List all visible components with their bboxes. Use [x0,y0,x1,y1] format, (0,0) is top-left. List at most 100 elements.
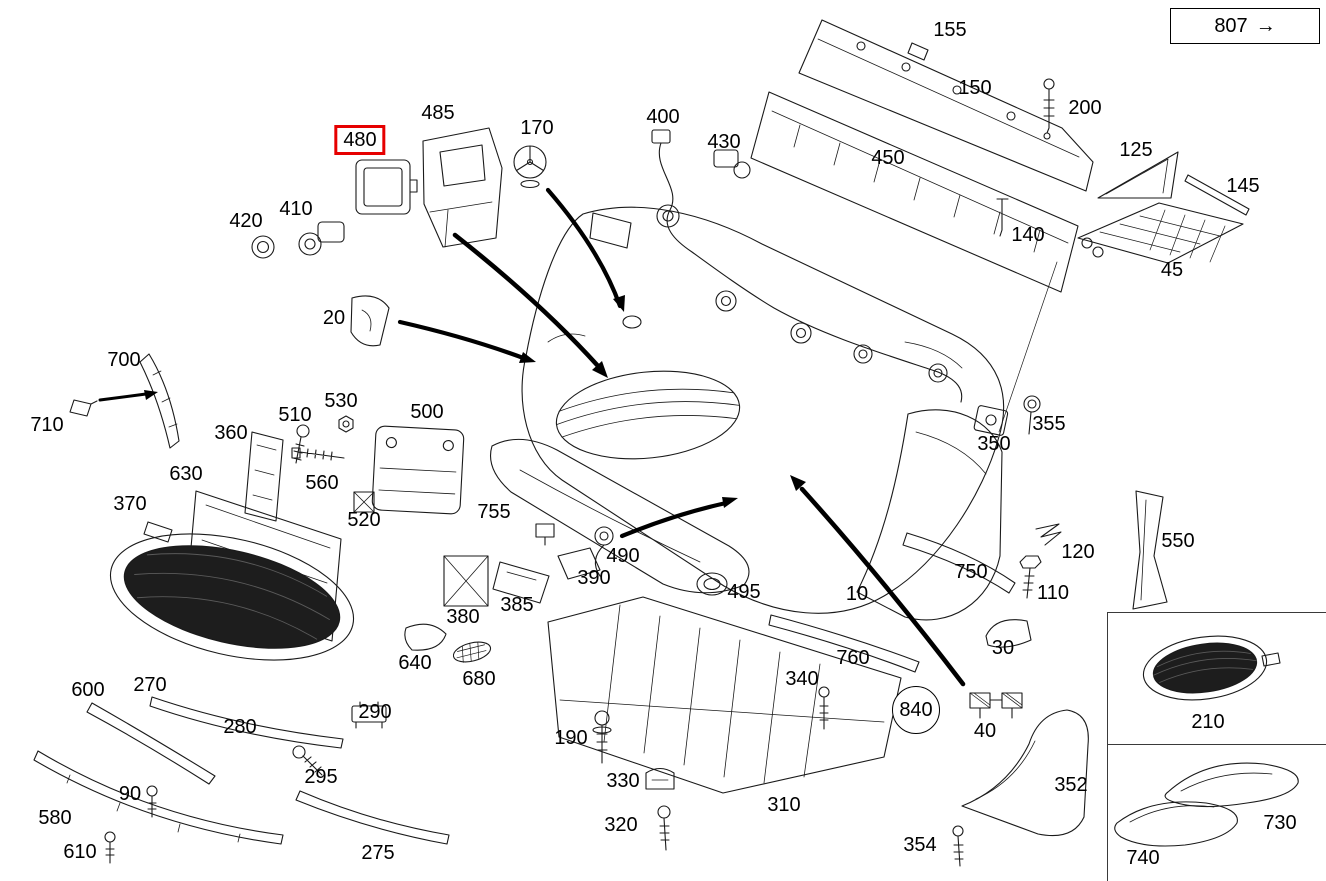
trim-700-drawing [139,353,180,449]
license-bracket-500-drawing [371,425,465,515]
radar-module-480-drawing [355,159,418,215]
piece-640-drawing [404,623,447,651]
part-label-740[interactable]: 740 [1126,847,1160,869]
part-label-170[interactable]: 170 [520,117,554,139]
pin-140-drawing [996,198,1009,237]
trim-strip-270-drawing [149,696,344,749]
part-label-550[interactable]: 550 [1161,530,1195,552]
part-label-420[interactable]: 420 [229,210,263,232]
part-label-330[interactable]: 330 [606,770,640,792]
part-label-210[interactable]: 210 [1191,711,1225,733]
trim-strip-760-drawing [768,614,920,673]
part-label-120[interactable]: 120 [1061,541,1095,563]
part-label-310[interactable]: 310 [767,794,801,816]
ring-420-drawing [251,235,275,259]
part-label-280[interactable]: 280 [223,716,257,738]
part-label-380[interactable]: 380 [446,606,480,628]
part-label-30[interactable]: 30 [991,637,1015,659]
clip-710-drawing [69,399,98,417]
part-label-610[interactable]: 610 [63,841,97,863]
part-label-450[interactable]: 450 [871,147,905,169]
part-label-560[interactable]: 560 [305,472,339,494]
part-label-270[interactable]: 270 [133,674,167,696]
cap-30-drawing [985,619,1032,648]
inset-bezels-730-740-drawing [1114,762,1299,847]
part-label-20[interactable]: 20 [322,307,346,329]
part-label-352[interactable]: 352 [1054,774,1088,796]
part-label-40[interactable]: 40 [973,720,997,742]
part-label-750[interactable]: 750 [954,561,988,583]
part-label-295[interactable]: 295 [304,766,338,788]
part-label-710[interactable]: 710 [30,414,64,436]
screw-320-drawing [657,805,671,851]
part-label-520[interactable]: 520 [347,509,381,531]
part-label-430[interactable]: 430 [707,131,741,153]
part-label-355[interactable]: 355 [1032,413,1066,435]
trim-strip-600-drawing [86,702,216,785]
sensor-harness-drawing [651,129,963,403]
part-label-320[interactable]: 320 [604,814,638,836]
part-label-10[interactable]: 10 [845,583,869,605]
part-label-730[interactable]: 730 [1263,812,1297,834]
screw-354-drawing [952,825,964,867]
part-label-190[interactable]: 190 [554,727,588,749]
part-label-530[interactable]: 530 [324,390,358,412]
part-label-500[interactable]: 500 [410,401,444,423]
part-label-354[interactable]: 354 [903,834,937,856]
part-label-90[interactable]: 90 [118,783,142,805]
fender-corner-10-drawing [856,409,1003,621]
bolt-355-drawing [1023,395,1041,435]
clip-330-drawing [645,767,675,790]
part-label-45[interactable]: 45 [1160,259,1184,281]
part-label-150[interactable]: 150 [958,77,992,99]
part-label-110[interactable]: 110 [1037,582,1069,604]
part-label-140[interactable]: 140 [1011,224,1045,246]
part-label-490[interactable]: 490 [606,545,640,567]
part-label-390[interactable]: 390 [577,567,611,589]
trim-strip-750-drawing [902,532,1016,594]
part-label-600[interactable]: 600 [71,679,105,701]
part-label-155[interactable]: 155 [933,19,967,41]
inset-grille-210-drawing [1142,635,1281,701]
ref-arrow-icon: → [1255,14,1276,37]
bracket-290-drawing [351,701,387,729]
corner-bracket-45-drawing [1077,202,1244,264]
part-label-700[interactable]: 700 [107,349,141,371]
part-label-290[interactable]: 290 [358,701,392,723]
part-label-340[interactable]: 340 [785,668,819,690]
part-label-495[interactable]: 495 [727,581,761,603]
screw-190-drawing [592,710,612,764]
part-label-125[interactable]: 125 [1119,139,1153,161]
part-label-350[interactable]: 350 [977,433,1011,455]
part-label-400[interactable]: 400 [646,106,680,128]
part-label-510[interactable]: 510 [278,404,312,426]
screw-90-drawing [146,785,158,818]
ref-807-label: 807 [1214,14,1248,37]
part-label-360[interactable]: 360 [214,422,248,444]
part-label-485[interactable]: 485 [421,102,455,124]
clip-520-drawing [353,491,375,513]
part-label-200[interactable]: 200 [1068,97,1102,119]
clip-755-drawing [535,523,555,546]
part-label-145[interactable]: 145 [1226,175,1260,197]
part-label-755[interactable]: 755 [477,501,511,523]
screw-340-drawing [818,686,830,730]
nut-530-drawing [338,415,354,433]
part-label-480[interactable]: 480 [334,125,386,155]
part-label-580[interactable]: 580 [38,807,72,829]
part-label-760[interactable]: 760 [836,647,870,669]
star-emblem-drawing [513,145,547,189]
part-label-385[interactable]: 385 [500,594,534,616]
part-label-410[interactable]: 410 [279,198,313,220]
ref-807-box[interactable]: 807 → [1170,8,1320,44]
part-label-840[interactable]: 840 [892,686,940,734]
part-label-370[interactable]: 370 [113,493,147,515]
part-label-630[interactable]: 630 [169,463,203,485]
part-label-275[interactable]: 275 [361,842,395,864]
lower-valance-drawing [490,438,750,594]
bracket-485-drawing [422,127,503,248]
part-label-640[interactable]: 640 [398,652,432,674]
part-label-680[interactable]: 680 [462,668,496,690]
